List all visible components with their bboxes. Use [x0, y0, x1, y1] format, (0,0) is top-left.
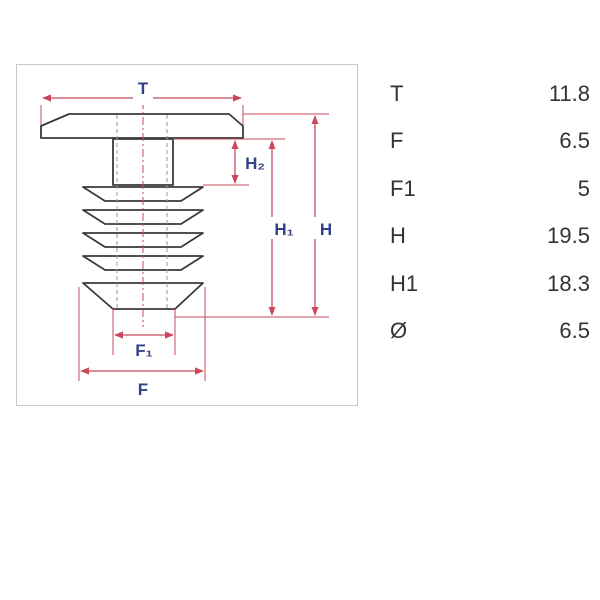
- spec-row: H 19.5: [390, 213, 590, 261]
- spec-name: H1: [390, 270, 419, 296]
- spec-row: F 6.5: [390, 118, 590, 166]
- spec-row: T 11.8: [390, 70, 590, 118]
- spec-value: 6.5: [559, 318, 590, 344]
- spec-row: H1 18.3: [390, 260, 590, 308]
- spec-name: Ø: [390, 318, 408, 344]
- bore-hidden-lines: [116, 115, 168, 309]
- spec-row: Ø 6.5: [390, 308, 590, 356]
- clip-rib-4: [82, 255, 204, 271]
- clip-drawing: T H₂ H₁ H F₁ F: [40, 79, 337, 399]
- spec-name: T: [390, 80, 404, 106]
- spec-value: 6.5: [559, 128, 590, 154]
- label-h1: H₁: [274, 220, 293, 239]
- spec-name: F1: [390, 175, 416, 201]
- diagram-frame: T H₂ H₁ H F₁ F: [16, 64, 358, 406]
- label-f: F: [138, 380, 148, 399]
- spec-value: 5: [577, 175, 590, 201]
- label-h2: H₂: [245, 154, 265, 173]
- spec-name: F: [390, 128, 404, 154]
- label-f1: F₁: [135, 341, 152, 360]
- spec-name: H: [390, 223, 406, 249]
- spec-row: F1 5: [390, 165, 590, 213]
- clip-outline: [40, 113, 244, 310]
- clip-rib-2: [82, 209, 204, 225]
- clip-rib-1: [82, 186, 204, 202]
- extension-lines: [40, 105, 329, 381]
- label-t: T: [138, 79, 149, 98]
- label-h: H: [320, 220, 332, 239]
- spec-value: 19.5: [547, 223, 590, 249]
- clip-rib-3: [82, 232, 204, 248]
- spec-value: 11.8: [548, 80, 590, 106]
- spec-value: 18.3: [547, 270, 590, 296]
- clip-head: [40, 113, 244, 139]
- spec-table: T 11.8 F 6.5 F1 5 H 19.5 H1 18.3 Ø 6.5: [390, 70, 590, 355]
